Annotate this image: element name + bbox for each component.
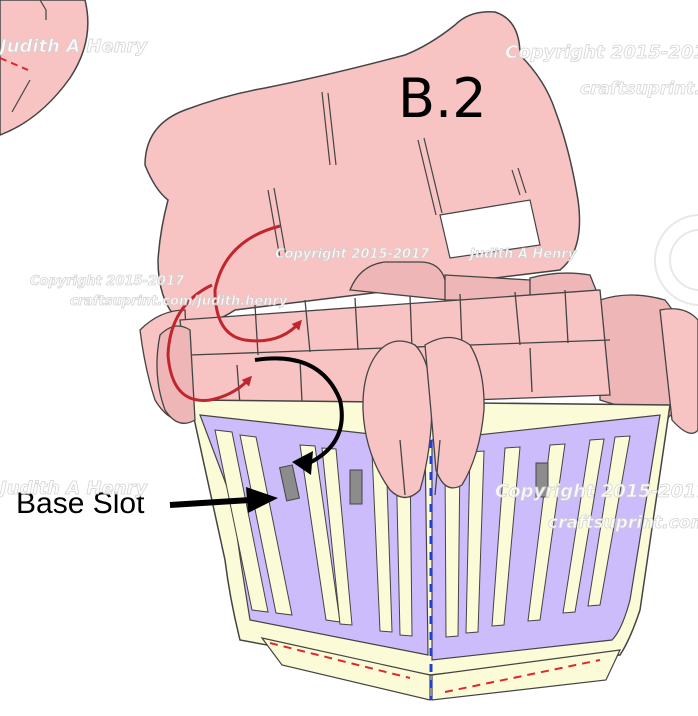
- step-title: B.2: [398, 67, 487, 130]
- watermark-copyright-symbol: [655, 215, 698, 305]
- watermark-copyright-right: Copyright 2015-2017: [495, 481, 698, 502]
- watermark-site-right: craftsuprint.com/judith.henry: [548, 513, 698, 533]
- watermark-copyright-center: Copyright 2015-2017: [275, 247, 430, 262]
- watermark-author-center: Judith A Henry: [467, 247, 577, 262]
- watermark-copyright: Copyright 2015-2017: [505, 42, 698, 63]
- watermark-copyright-mid: Copyright 2015-2017: [30, 274, 185, 289]
- watermark-site-mid: craftsuprint.com/judith.henry: [70, 294, 288, 309]
- corner-petal-piece: [0, 0, 88, 135]
- watermark-author-left: Judith A Henry: [0, 478, 148, 499]
- watermark-author-top: Judith A Henry: [0, 36, 148, 57]
- slot-marker: [350, 470, 362, 504]
- watermark-site: craftsuprint.com/judith.henry: [580, 79, 698, 99]
- cupcake-liner: [190, 400, 670, 700]
